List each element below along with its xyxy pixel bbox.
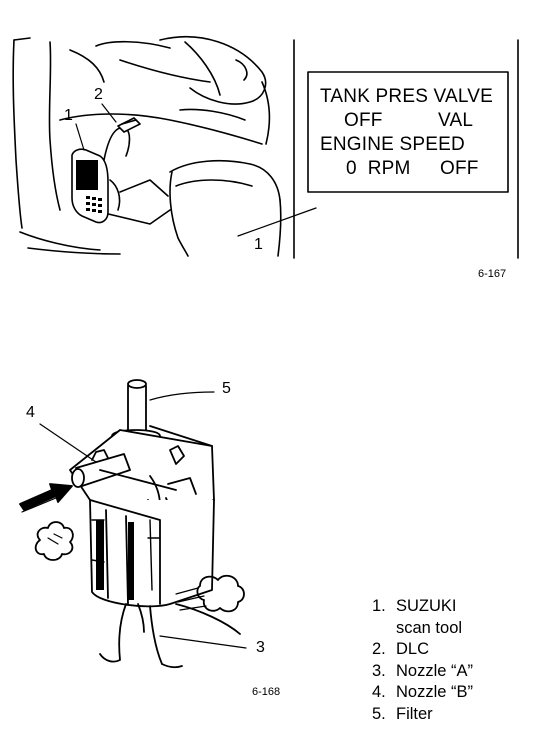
callout-1: 1 [64, 107, 73, 124]
legend-number: 3. [372, 661, 386, 680]
legend-text: scan tool [396, 618, 463, 637]
screen-line-tank-pres-valve: TANK PRES VALVE [320, 86, 493, 107]
parts-legend: 1. SUZUKI scan tool 2. DLC 3. Nozzle “A”… [372, 596, 473, 725]
legend-item: 1. SUZUKI [372, 596, 473, 618]
callout-5: 5 [222, 380, 231, 397]
legend-number: 4. [372, 683, 386, 701]
screen-value-val: VAL [438, 110, 474, 131]
screen-value-rpm: 0 RPM [346, 158, 411, 179]
legend-number: 5. [372, 704, 386, 723]
legend-number: 2. [372, 640, 386, 658]
legend-text: Nozzle “A” [396, 661, 474, 680]
callout-3: 3 [256, 639, 265, 656]
callout-2: 2 [94, 86, 103, 103]
screen-line-engine-speed: ENGINE SPEED [320, 134, 465, 155]
screen-value-engine-off: OFF [440, 158, 479, 179]
legend-text: DLC [396, 640, 430, 658]
legend-item: 4. Nozzle “B” [372, 682, 473, 704]
screen-value-off: OFF [344, 110, 383, 131]
legend-text: SUZUKI [396, 597, 457, 615]
figure-ref-6-167: 6-167 [478, 268, 507, 280]
legend-item: 2. DLC [372, 639, 473, 661]
legend-item: 5. Filter [372, 704, 473, 726]
legend-number: 1. [372, 597, 386, 615]
legend-text: Nozzle “B” [396, 683, 474, 701]
legend-item-subline: scan tool [372, 618, 473, 640]
callout-4: 4 [26, 404, 35, 421]
figure-ref-6-168: 6-168 [252, 686, 281, 698]
legend-item: 3. Nozzle “A” [372, 661, 473, 683]
legend-text: Filter [396, 704, 433, 723]
callout-screen-1: 1 [254, 236, 263, 253]
